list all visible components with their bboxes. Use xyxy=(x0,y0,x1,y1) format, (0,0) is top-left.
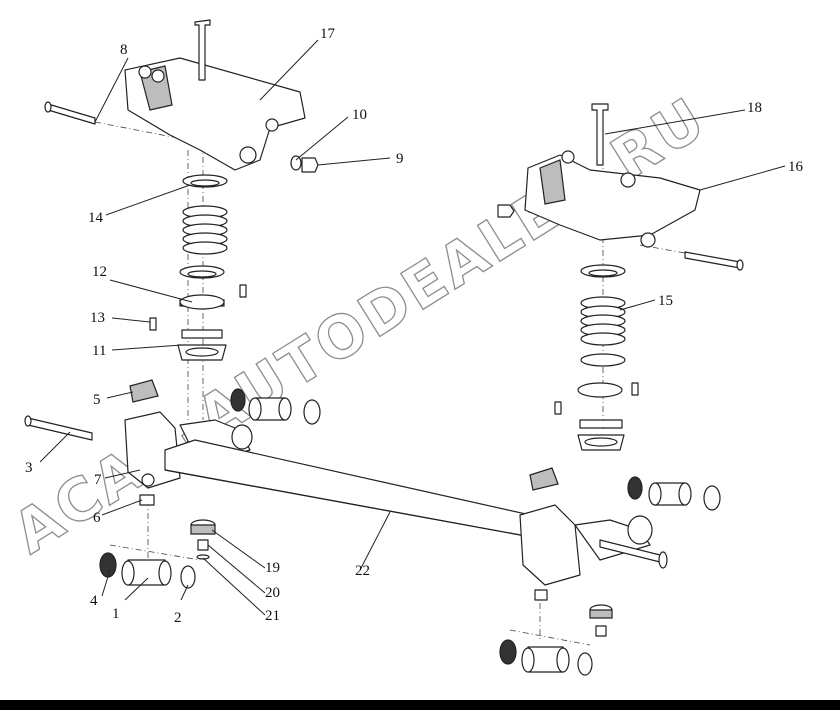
callout-16: 16 xyxy=(788,159,804,175)
callout-18: 18 xyxy=(747,100,762,116)
pivot-pin-right xyxy=(684,251,744,271)
callout-15: 15 xyxy=(658,293,673,309)
axle-mount-right xyxy=(519,467,668,601)
coil-spring-left xyxy=(182,205,228,255)
callout-8: 8 xyxy=(120,42,128,58)
callout-17: 17 xyxy=(320,26,336,42)
callout-12: 12 xyxy=(92,264,107,280)
callout-13: 13 xyxy=(90,310,105,326)
upper-bracket-left xyxy=(124,19,306,171)
upper-bushing-pair-left xyxy=(230,388,321,425)
callout-4: 4 xyxy=(90,593,98,609)
spring-stack-left xyxy=(149,174,247,361)
callout-1: 1 xyxy=(112,606,120,622)
pivot-pin-left xyxy=(44,101,96,125)
callout-leaders xyxy=(39,39,786,616)
lower-bushing-set-left xyxy=(99,552,196,589)
callout-6: 6 xyxy=(93,510,101,526)
callout-10: 10 xyxy=(352,107,367,123)
callout-22: 22 xyxy=(355,563,370,579)
tie-rod-end-left xyxy=(24,415,93,441)
axle-beam xyxy=(164,439,576,546)
callout-7: 7 xyxy=(94,472,102,488)
upper-bracket-right xyxy=(497,103,701,248)
callout-14: 14 xyxy=(88,210,104,226)
nut-and-washer-9-10 xyxy=(290,155,319,173)
lower-bushing-set-right xyxy=(499,639,593,676)
callout-20: 20 xyxy=(265,585,280,601)
bump-stop-19-21 xyxy=(190,519,216,560)
callout-9: 9 xyxy=(396,151,404,167)
callout-3: 3 xyxy=(25,460,33,476)
callout-19: 19 xyxy=(265,560,280,576)
bottom-border-bar xyxy=(0,700,840,710)
bump-stop-right xyxy=(589,604,613,637)
upper-bushing-pair-right xyxy=(627,476,721,511)
spring-stack-right xyxy=(554,264,639,451)
callout-labels: 1 2 3 4 5 6 7 8 9 10 11 12 13 14 15 16 1… xyxy=(25,26,804,626)
callout-5: 5 xyxy=(93,392,101,408)
coil-spring-right xyxy=(580,296,626,346)
callout-2: 2 xyxy=(174,610,182,626)
callout-21: 21 xyxy=(265,608,280,624)
callout-11: 11 xyxy=(92,343,106,359)
